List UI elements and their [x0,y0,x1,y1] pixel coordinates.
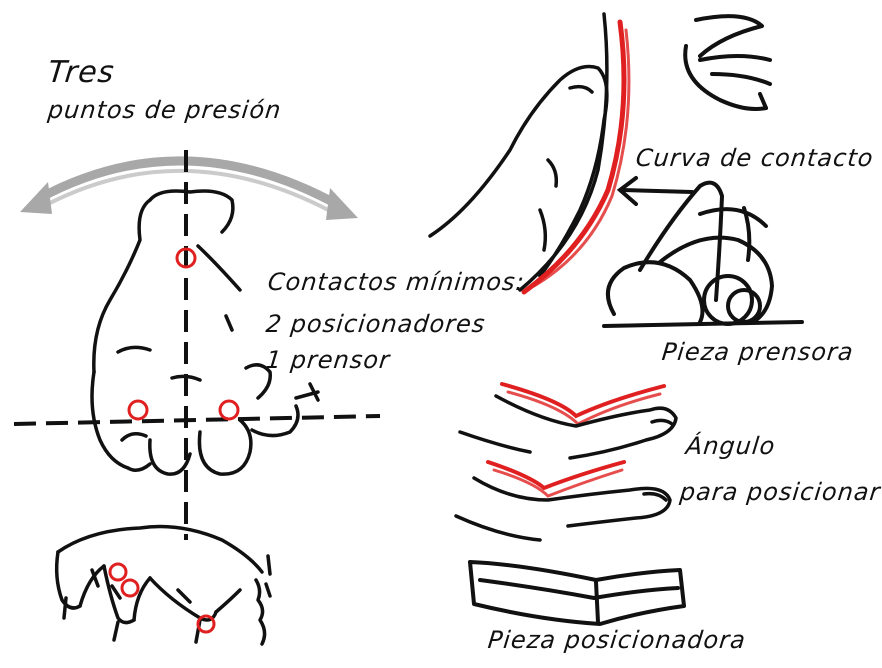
title-tres: Tres [46,58,116,88]
arc-arrow-right [326,188,358,220]
contact-curve-red [524,22,629,292]
arc-arrow-left [20,182,52,214]
label-angulo: Ángulo [685,434,777,458]
label-para-posicionar: para posicionar [679,480,882,504]
gripper-piece-small [685,16,770,109]
hand-side-view [57,527,270,645]
pressure-arc [40,160,340,212]
label-pieza-posicionadora: Pieza posicionadora [487,628,747,652]
positioner-finger-sketches [456,396,676,540]
label-1-prensor: 1 prensor [265,348,392,372]
label-curva-de-contacto: Curva de contacto [635,146,875,170]
label-contactos-minimos: Contactos mínimos: [267,270,526,294]
positioner-piece-block [470,562,684,624]
label-2-posicionadores: 2 posicionadores [265,312,487,336]
positioner-red-marks [488,384,664,496]
contact-points [110,249,238,632]
title-puntos-de-presion: puntos de presión [47,98,283,122]
contact-curve-arrow [620,178,692,204]
label-pieza-prensora: Pieza prensora [661,340,855,364]
